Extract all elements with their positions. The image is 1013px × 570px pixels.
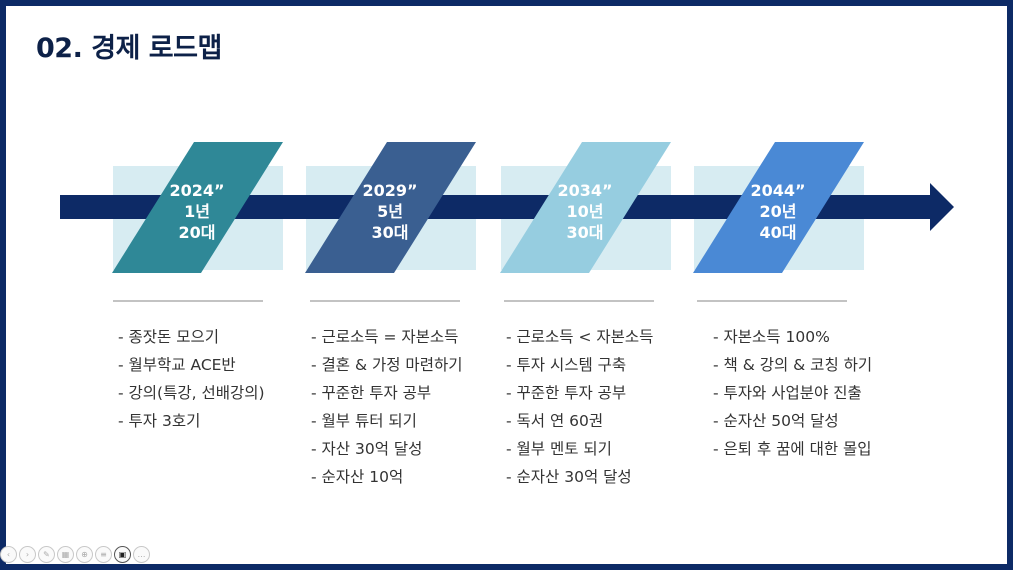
milestone-year: 2044”: [750, 181, 806, 200]
milestone-shape-3: [500, 142, 671, 273]
milestone-label-4: 2044” 20년 40대: [713, 180, 843, 243]
milestone-label-2: 2029” 5년 30대: [325, 180, 455, 243]
milestone-duration: 10년: [566, 202, 604, 221]
milestone-year: 2029”: [362, 181, 418, 200]
list-item: - 월부 멘토 되기: [506, 440, 612, 458]
list-item: - 순자산 10억: [311, 468, 404, 486]
milestone-year: 2024”: [169, 181, 225, 200]
list-item: - 꾸준한 투자 공부: [311, 384, 432, 402]
more-icon[interactable]: …: [133, 546, 150, 563]
milestone-year: 2034”: [557, 181, 613, 200]
divider-2: [310, 300, 460, 302]
milestone-label-3: 2034” 10년 30대: [520, 180, 650, 243]
list-item: - 자본소득 100%: [713, 328, 830, 346]
divider-1: [113, 300, 263, 302]
back-icon[interactable]: ‹: [0, 546, 17, 563]
highlighter-icon[interactable]: ▦: [57, 546, 74, 563]
goal-list-2024: - 종잣돈 모으기 - 월부학교 ACE반 - 강의(특강, 선배강의) - 투…: [118, 323, 265, 435]
list-item: - 월부학교 ACE반: [118, 356, 236, 374]
forward-icon[interactable]: ›: [19, 546, 36, 563]
list-item: - 순자산 30억 달성: [506, 468, 632, 486]
zoom-icon[interactable]: ⊕: [76, 546, 93, 563]
page-title: 02. 경제 로드맵: [36, 33, 222, 64]
slideshow-toolbar: ‹ › ✎ ▦ ⊕ ≡ ▣ …: [0, 546, 150, 563]
list-item: - 은퇴 후 꿈에 대한 몰입: [713, 440, 872, 458]
list-item: - 독서 연 60권: [506, 412, 604, 430]
milestone-age: 20대: [178, 223, 216, 242]
list-item: - 투자와 사업분야 진출: [713, 384, 862, 402]
milestone-age: 40대: [759, 223, 797, 242]
camera-icon[interactable]: ▣: [114, 546, 131, 563]
milestone-shape-4: [693, 142, 864, 273]
list-item: - 꾸준한 투자 공부: [506, 384, 627, 402]
goal-list-2044: - 자본소득 100% - 책 & 강의 & 코칭 하기 - 투자와 사업분야 …: [713, 323, 872, 463]
goal-list-2029: - 근로소득 = 자본소득 - 결혼 & 가정 마련하기 - 꾸준한 투자 공부…: [311, 323, 462, 491]
milestone-age: 30대: [371, 223, 409, 242]
divider-3: [504, 300, 654, 302]
milestone-duration: 1년: [184, 202, 210, 221]
divider-4: [697, 300, 847, 302]
timeline-graphic: [60, 142, 954, 273]
list-item: - 결혼 & 가정 마련하기: [311, 356, 463, 374]
list-item: - 순자산 50억 달성: [713, 412, 839, 430]
milestone-duration: 20년: [759, 202, 797, 221]
timeline-arrowhead: [930, 183, 954, 231]
list-item: - 종잣돈 모으기: [118, 328, 220, 346]
milestone-age: 30대: [566, 223, 604, 242]
list-item: - 투자 시스템 구축: [506, 356, 627, 374]
milestone-label-1: 2024” 1년 20대: [132, 180, 262, 243]
list-item: - 근로소득 < 자본소득: [506, 328, 654, 346]
list-item: - 근로소득 = 자본소득: [311, 328, 459, 346]
list-item: - 책 & 강의 & 코칭 하기: [713, 356, 873, 374]
list-item: - 월부 튜터 되기: [311, 412, 417, 430]
list-item: - 강의(특강, 선배강의): [118, 384, 265, 402]
milestone-shape-2: [305, 142, 476, 273]
milestone-duration: 5년: [377, 202, 403, 221]
goal-list-2034: - 근로소득 < 자본소득 - 투자 시스템 구축 - 꾸준한 투자 공부 - …: [506, 323, 653, 491]
milestone-shape-1: [112, 142, 283, 273]
pen-icon[interactable]: ✎: [38, 546, 55, 563]
slide: 02. 경제 로드맵 2024” 1년 20대 2029” 5년 30대 203…: [6, 6, 1007, 564]
list-item: - 자산 30억 달성: [311, 440, 423, 458]
menu-icon[interactable]: ≡: [95, 546, 112, 563]
list-item: - 투자 3호기: [118, 412, 201, 430]
